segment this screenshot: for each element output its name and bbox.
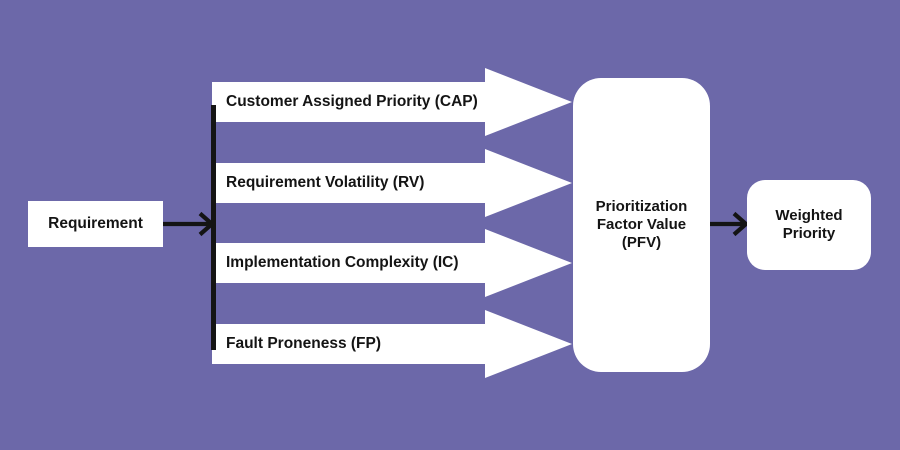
pfv-label-line3: (PFV) — [621, 233, 662, 251]
weighted-priority-line1: Weighted — [775, 207, 843, 224]
weighted-priority-line2: Priority — [782, 225, 836, 242]
requirement-label: Requirement — [48, 215, 143, 232]
factor-arrowhead-icon — [485, 149, 572, 217]
vertical-connector-line — [211, 105, 216, 350]
factor-arrowhead-icon — [485, 68, 572, 136]
factor-arrowhead-icon — [485, 229, 572, 297]
factor-label: Implementation Complexity (IC) — [226, 254, 459, 271]
factor-arrow-body: Requirement Volatility (RV) — [212, 163, 485, 203]
weighted-priority-node: Weighted Priority — [747, 180, 871, 270]
factor-label: Requirement Volatility (RV) — [226, 174, 425, 191]
pfv-to-weighted-arrow — [710, 211, 750, 237]
factor-arrowhead-icon — [485, 310, 572, 378]
pfv-node: Prioritization Factor Value (PFV) — [573, 78, 710, 372]
requirement-node: Requirement — [28, 201, 163, 247]
factor-arrow-body: Fault Proneness (FP) — [212, 324, 485, 364]
factor-arrow-body: Implementation Complexity (IC) — [212, 243, 485, 283]
pfv-label-line1: Prioritization — [595, 198, 688, 216]
pfv-label-line2: Factor Value — [596, 216, 687, 234]
factor-label: Fault Proneness (FP) — [226, 335, 382, 352]
requirement-to-factors-arrow — [163, 211, 216, 237]
factor-arrow-body: Customer Assigned Priority (CAP) — [212, 82, 485, 122]
factor-label: Customer Assigned Priority (CAP) — [226, 93, 478, 110]
